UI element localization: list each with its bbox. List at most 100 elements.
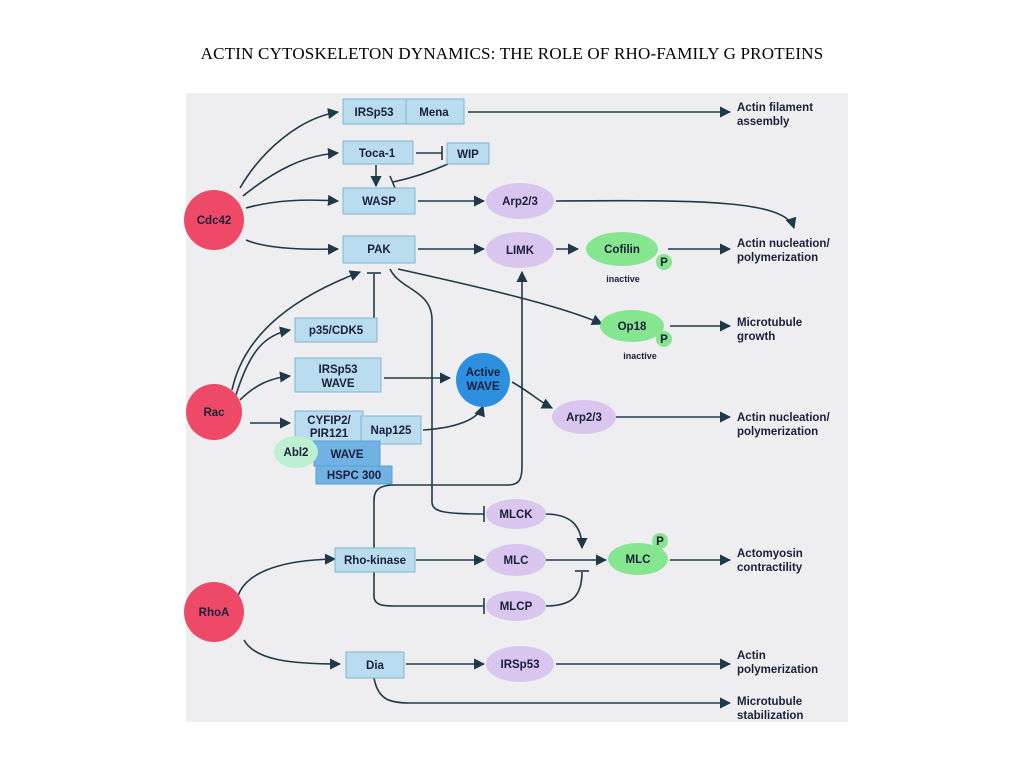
svg-text:assembly: assembly bbox=[737, 116, 790, 128]
op18-node: Op18 P inactive bbox=[600, 310, 672, 361]
svg-text:MLCP: MLCP bbox=[500, 601, 533, 613]
svg-text:inactive: inactive bbox=[606, 274, 640, 284]
svg-text:Mena: Mena bbox=[419, 107, 449, 119]
svg-text:Actin nucleation/: Actin nucleation/ bbox=[737, 238, 830, 250]
connections bbox=[231, 106, 797, 709]
rho-kinase-box: Rho-kinase bbox=[334, 547, 416, 573]
svg-text:Cdc42: Cdc42 bbox=[197, 215, 232, 227]
wasp-box: WASP bbox=[342, 187, 416, 215]
edge-wip-wasp-inhibit-bar bbox=[389, 175, 396, 189]
output-actin-polymerization: Actin polymerization bbox=[737, 650, 818, 676]
svg-text:growth: growth bbox=[737, 331, 775, 343]
irsp53-wave-box: IRSp53 WAVE bbox=[294, 357, 382, 393]
svg-text:polymerization: polymerization bbox=[737, 252, 818, 264]
svg-text:WAVE: WAVE bbox=[321, 378, 354, 390]
svg-text:Cofilin: Cofilin bbox=[604, 244, 640, 256]
mlc-p-node: MLC P bbox=[608, 533, 668, 575]
svg-text:P: P bbox=[660, 257, 668, 269]
p35cdk5-box: p35/CDK5 bbox=[294, 317, 378, 343]
output-microtubule-stabilization: Microtubule stabilization bbox=[737, 696, 803, 722]
cyfip2-complex: CYFIP2/ PIR121 Nap125 WAVE HSPC 300 Abl2 bbox=[274, 410, 422, 485]
svg-text:polymerization: polymerization bbox=[737, 664, 818, 676]
svg-text:Nap125: Nap125 bbox=[371, 425, 413, 437]
edge-rac-pak bbox=[231, 270, 362, 391]
svg-text:Microtubule: Microtubule bbox=[737, 696, 802, 708]
active-wave-node: Active WAVE bbox=[456, 353, 510, 407]
arp23-mid-node: Arp2/3 bbox=[552, 400, 616, 434]
dia-box: Dia bbox=[345, 651, 405, 679]
svg-text:Arp2/3: Arp2/3 bbox=[566, 412, 602, 424]
svg-text:WASP: WASP bbox=[362, 196, 396, 208]
edge-cdc42-wasp bbox=[245, 194, 340, 209]
svg-text:Microtubule: Microtubule bbox=[737, 317, 802, 329]
svg-text:WIP: WIP bbox=[457, 149, 479, 161]
svg-text:MLC: MLC bbox=[626, 554, 651, 566]
limk-node: LIMK bbox=[486, 232, 554, 268]
svg-text:WAVE: WAVE bbox=[466, 381, 499, 393]
svg-text:P: P bbox=[656, 536, 664, 548]
edge-cdc42-pak bbox=[245, 239, 340, 255]
mlc-node: MLC bbox=[486, 544, 546, 576]
edge-wip-wasp-inhibit bbox=[392, 163, 449, 183]
svg-text:Rho-kinase: Rho-kinase bbox=[344, 555, 406, 567]
pak-box: PAK bbox=[342, 235, 416, 264]
svg-text:Actin: Actin bbox=[737, 650, 766, 662]
output-actin-nucleation-2: Actin nucleation/ polymerization bbox=[737, 412, 830, 438]
svg-text:Active: Active bbox=[466, 367, 501, 379]
svg-text:PIR121: PIR121 bbox=[310, 428, 349, 440]
svg-text:Dia: Dia bbox=[366, 660, 385, 672]
svg-text:stabilization: stabilization bbox=[737, 710, 803, 722]
mlck-node: MLCK bbox=[486, 499, 546, 529]
svg-text:Rac: Rac bbox=[203, 407, 225, 419]
svg-text:CYFIP2/: CYFIP2/ bbox=[307, 415, 351, 427]
wip-box: WIP bbox=[446, 142, 490, 165]
output-actin-filament: Actin filament assembly bbox=[737, 102, 813, 128]
mlcp-node: MLCP bbox=[486, 591, 546, 621]
edge-arp23-actin-nucleation bbox=[555, 199, 797, 230]
rhoa-node: RhoA bbox=[184, 582, 244, 642]
output-actomyosin: Actomyosin contractility bbox=[737, 548, 803, 574]
svg-text:Op18: Op18 bbox=[618, 321, 647, 333]
edge-cdc42-irsp53 bbox=[239, 108, 340, 189]
rac-node: Rac bbox=[186, 384, 242, 440]
svg-text:Toca-1: Toca-1 bbox=[359, 148, 396, 160]
svg-text:Arp2/3: Arp2/3 bbox=[502, 196, 538, 208]
svg-text:MLCK: MLCK bbox=[499, 509, 533, 521]
output-microtubule-growth: Microtubule growth bbox=[737, 317, 802, 343]
arp23-top-node: Arp2/3 bbox=[486, 183, 554, 219]
svg-text:Actin nucleation/: Actin nucleation/ bbox=[737, 412, 830, 424]
svg-text:RhoA: RhoA bbox=[199, 607, 230, 619]
svg-text:Abl2: Abl2 bbox=[284, 447, 309, 459]
edge-rhokinase-limk bbox=[373, 270, 528, 548]
svg-text:IRSp53: IRSp53 bbox=[501, 659, 540, 671]
edge-rhoa-dia bbox=[243, 639, 342, 670]
edge-mlcp-mlc-inhibit bbox=[544, 571, 583, 607]
edge-rac-irsp53wave bbox=[239, 371, 292, 401]
svg-text:p35/CDK5: p35/CDK5 bbox=[309, 325, 364, 337]
svg-text:LIMK: LIMK bbox=[506, 245, 535, 257]
edge-mlck-mlcp bbox=[544, 513, 588, 550]
svg-text:inactive: inactive bbox=[623, 351, 657, 361]
edge-rhokinase-mlcp-inhibit bbox=[373, 572, 484, 607]
svg-text:IRSp53: IRSp53 bbox=[355, 107, 394, 119]
svg-text:Actomyosin: Actomyosin bbox=[737, 548, 803, 560]
cofilin-node: Cofilin P inactive bbox=[586, 232, 672, 284]
svg-text:polymerization: polymerization bbox=[737, 426, 818, 438]
page-title: ACTIN CYTOSKELETON DYNAMICS: THE ROLE OF… bbox=[200, 44, 824, 63]
svg-text:PAK: PAK bbox=[367, 244, 391, 256]
edge-nap125-activewave bbox=[422, 404, 485, 431]
svg-text:HSPC 300: HSPC 300 bbox=[327, 470, 381, 482]
edge-rac-p35cdk5 bbox=[235, 326, 292, 396]
cdc42-node: Cdc42 bbox=[184, 190, 244, 250]
svg-text:Actin filament: Actin filament bbox=[737, 102, 813, 114]
edge-cdc42-toca1 bbox=[242, 148, 340, 197]
svg-text:contractility: contractility bbox=[737, 562, 803, 574]
irsp53-bottom-node: IRSp53 bbox=[486, 646, 554, 682]
svg-text:IRSp53: IRSp53 bbox=[319, 364, 358, 376]
edge-rhoa-rhokinase bbox=[237, 553, 337, 597]
edge-dia-microtubule-stab bbox=[373, 677, 732, 709]
edge-activewave-arp23 bbox=[511, 381, 554, 409]
irsp53-mena-box: IRSp53 Mena bbox=[342, 98, 465, 125]
svg-text:P: P bbox=[660, 334, 668, 346]
